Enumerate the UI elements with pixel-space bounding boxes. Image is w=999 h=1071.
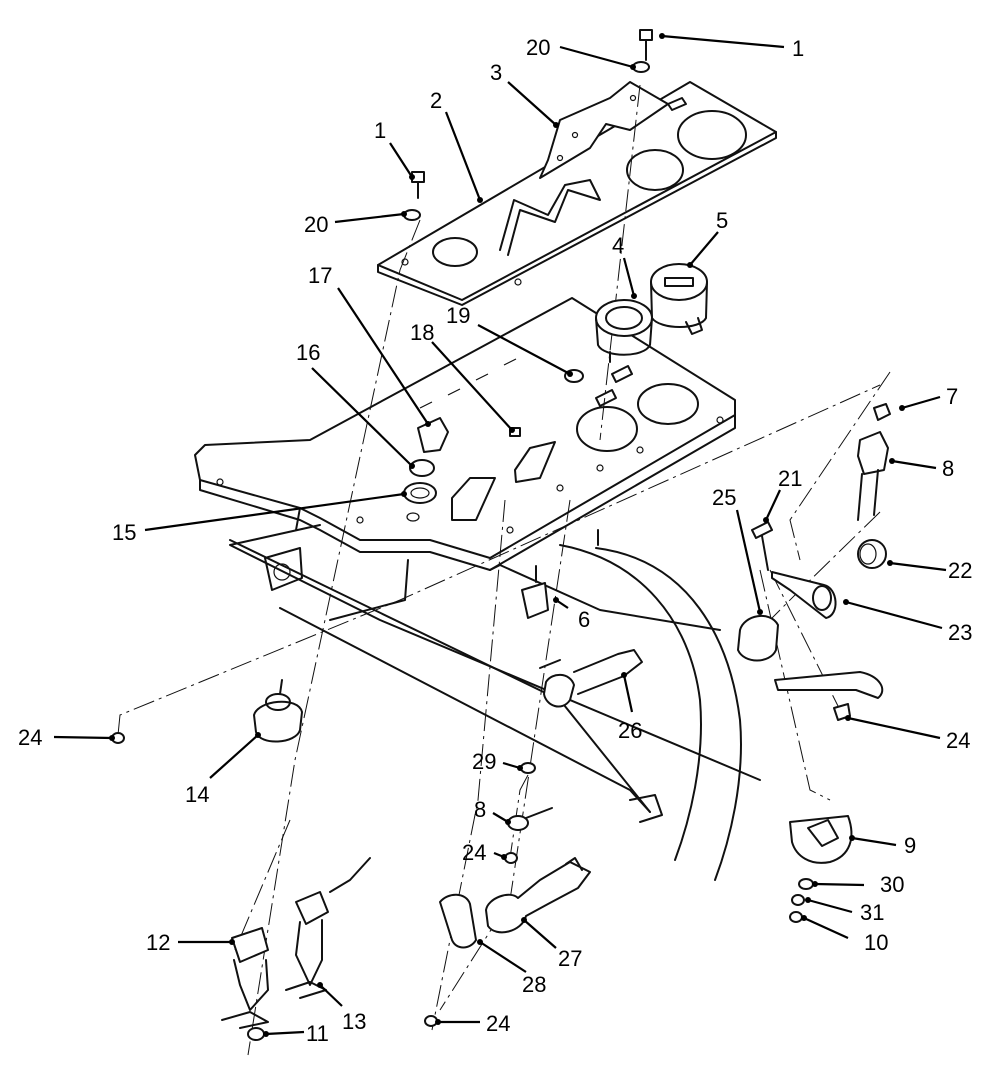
callout-label: 1 — [374, 118, 386, 143]
callout-label: 13 — [342, 1009, 366, 1034]
main-panel — [194, 297, 736, 571]
callout-label: 14 — [185, 782, 209, 807]
callout-label: 10 — [864, 930, 888, 955]
callout-label: 9 — [904, 833, 916, 858]
callout-label: 11 — [306, 1021, 329, 1046]
leader-lines — [53, 33, 947, 1037]
callout-label: 1 — [792, 36, 804, 61]
callout-label: 6 — [578, 607, 590, 632]
hardware — [111, 29, 891, 1041]
callout-label: 5 — [716, 208, 728, 233]
callout-label: 19 — [446, 303, 470, 328]
callout-label: 8 — [474, 797, 486, 822]
callout-label: 3 — [490, 60, 502, 85]
callout-label: 26 — [618, 718, 642, 743]
bracket-plate — [539, 81, 669, 179]
callout-label: 18 — [410, 320, 434, 345]
callout-label: 31 — [860, 900, 884, 925]
callout-label: 2 — [430, 88, 442, 113]
callout-label: 24 — [486, 1011, 510, 1036]
callout-label: 27 — [558, 946, 582, 971]
frame-lines — [229, 524, 761, 881]
callout-label: 20 — [304, 212, 328, 237]
callout-label: 17 — [308, 263, 332, 288]
callout-label: 24 — [18, 725, 42, 750]
callout-label: 20 — [526, 35, 550, 60]
callout-label: 25 — [712, 485, 736, 510]
callout-label: 16 — [296, 340, 320, 365]
callout-label: 29 — [472, 749, 496, 774]
callout-label: 12 — [146, 930, 170, 955]
callout-label: 21 — [778, 466, 802, 491]
callout-label: 22 — [948, 558, 972, 583]
callout-label: 7 — [946, 384, 958, 409]
callout-label: 30 — [880, 872, 904, 897]
callout-label: 24 — [946, 728, 970, 753]
callout-labels: 1 20 3 2 1 20 5 4 17 18 19 16 7 8 15 21 … — [18, 35, 972, 1046]
callout-label: 15 — [112, 520, 136, 545]
callout-label: 28 — [522, 972, 546, 997]
callout-label: 24 — [462, 840, 486, 865]
callout-label: 8 — [942, 456, 954, 481]
callout-label: 4 — [612, 233, 624, 258]
callout-label: 23 — [948, 620, 972, 645]
